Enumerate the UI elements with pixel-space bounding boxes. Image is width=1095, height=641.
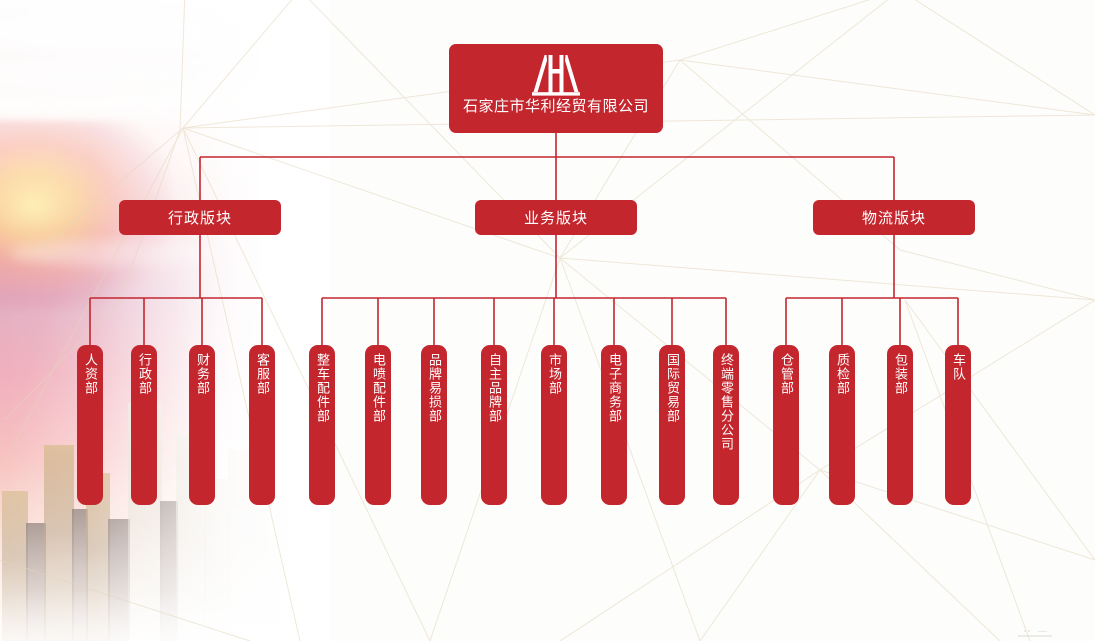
- department-label: 品牌易损部: [427, 353, 443, 423]
- department-label: 车队: [951, 353, 967, 381]
- department-label: 行政部: [137, 353, 153, 395]
- photo-fade-vertical: [0, 0, 330, 641]
- department-node[interactable]: 电喷配件部: [365, 345, 391, 505]
- department-node[interactable]: 人资部: [77, 345, 103, 505]
- department-label: 包装部: [893, 353, 909, 395]
- department-node[interactable]: 电子商务部: [601, 345, 627, 505]
- division-label: 行政版块: [167, 210, 232, 227]
- department-node[interactable]: 客服部: [249, 345, 275, 505]
- department-node[interactable]: 市场部: [541, 345, 567, 505]
- division-label: 业务版块: [523, 210, 588, 227]
- department-node[interactable]: 包装部: [887, 345, 913, 505]
- division-node-administrative[interactable]: 行政版块: [119, 200, 281, 235]
- cloud-band: [10, 240, 220, 266]
- department-label: 自主品牌部: [487, 353, 503, 423]
- department-label: 整车配件部: [315, 353, 331, 423]
- department-label: 客服部: [255, 353, 271, 395]
- department-node[interactable]: 国际贸易部: [659, 345, 685, 505]
- root-node-title: 石家庄市华利经贸有限公司: [462, 98, 649, 115]
- department-label: 终端零售分公司: [719, 353, 735, 451]
- cloud-band: [0, 96, 180, 118]
- department-node[interactable]: 终端零售分公司: [713, 345, 739, 505]
- department-node[interactable]: 品牌易损部: [421, 345, 447, 505]
- department-label: 市场部: [547, 353, 563, 395]
- department-node[interactable]: 仓管部: [773, 345, 799, 505]
- root-node-company[interactable]: 石家庄市华利经贸有限公司: [449, 44, 663, 133]
- department-label: 电喷配件部: [371, 353, 387, 423]
- department-node[interactable]: 整车配件部: [309, 345, 335, 505]
- department-node[interactable]: 质检部: [829, 345, 855, 505]
- department-label: 国际贸易部: [665, 353, 681, 423]
- division-node-business[interactable]: 业务版块: [475, 200, 637, 235]
- department-label: 仓管部: [779, 353, 795, 395]
- division-node-logistics[interactable]: 物流版块: [813, 200, 975, 235]
- photo-fade-horizontal: [0, 0, 330, 641]
- department-label: 财务部: [195, 353, 211, 395]
- corner-watermark: [1018, 628, 1052, 637]
- department-label: 人资部: [83, 353, 99, 395]
- cloud-band: [0, 58, 180, 88]
- department-node[interactable]: 财务部: [189, 345, 215, 505]
- background-photo: [0, 0, 330, 641]
- huali-company-logo-icon: [532, 55, 580, 96]
- department-node[interactable]: 车队: [945, 345, 971, 505]
- cloud-band: [0, 10, 220, 56]
- division-label: 物流版块: [861, 210, 926, 227]
- department-node[interactable]: 行政部: [131, 345, 157, 505]
- department-label: 质检部: [835, 353, 851, 395]
- department-label: 电子商务部: [607, 353, 623, 423]
- sunset-sky: [0, 0, 260, 641]
- department-node[interactable]: 自主品牌部: [481, 345, 507, 505]
